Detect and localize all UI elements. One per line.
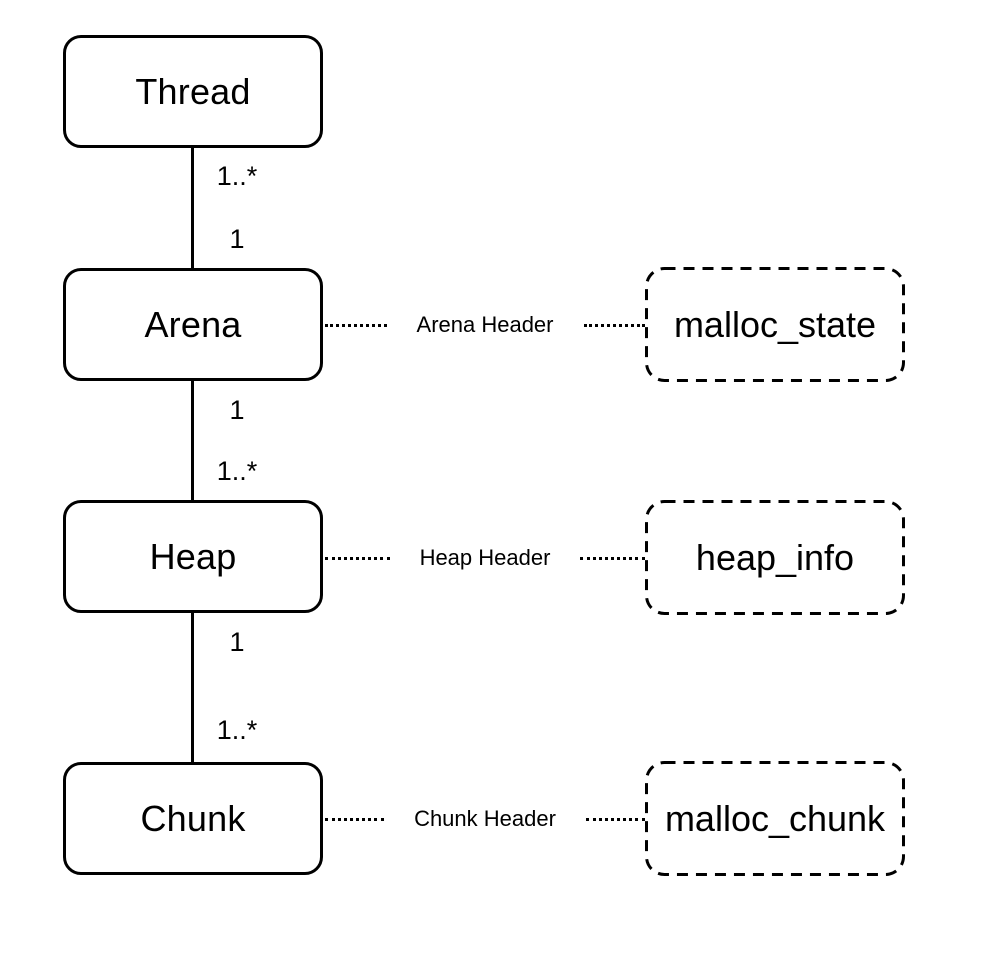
node-heap: Heap [63, 500, 323, 613]
node-thread-label: Thread [135, 70, 251, 112]
edge-arena-heap-multiplicity-bottom: 1..* [216, 456, 258, 486]
dashed-border [645, 761, 905, 876]
struct-malloc-chunk: malloc_chunk [645, 761, 905, 876]
node-heap-label: Heap [149, 535, 237, 577]
header-link-arena-label: Arena Header [416, 312, 554, 337]
header-link-arena: Arena Header [325, 311, 646, 339]
edge-heap-chunk-multiplicity-bottom: 1..* [216, 715, 258, 745]
node-arena-label: Arena [144, 303, 242, 345]
struct-malloc-state-label: malloc_state [673, 303, 877, 345]
header-link-heap: Heap Header [325, 544, 645, 572]
node-thread: Thread [63, 35, 323, 148]
dotted-line-left [325, 817, 385, 821]
header-link-heap-label: Heap Header [419, 545, 551, 570]
dotted-line-right [583, 323, 646, 327]
edge-arena-heap-line [191, 381, 194, 500]
edge-heap-chunk-line [191, 613, 194, 762]
node-chunk: Chunk [63, 762, 323, 875]
edge-thread-arena-multiplicity-top: 1..* [216, 161, 258, 191]
struct-malloc-state: malloc_state [645, 267, 905, 382]
dotted-line-left [325, 556, 390, 560]
struct-malloc-chunk-label: malloc_chunk [664, 797, 886, 839]
dotted-line-right [580, 556, 645, 560]
edge-arena-heap-multiplicity-top: 1 [229, 395, 245, 425]
struct-heap-info-label: heap_info [695, 536, 855, 578]
node-chunk-label: Chunk [140, 797, 246, 839]
dotted-line-left [325, 323, 387, 327]
dashed-border [645, 500, 905, 615]
edge-thread-arena-line [191, 148, 194, 268]
node-arena: Arena [63, 268, 323, 381]
struct-heap-info: heap_info [645, 500, 905, 615]
edge-heap-chunk-multiplicity-top: 1 [229, 627, 245, 657]
dotted-line-right [585, 817, 645, 821]
edge-thread-arena-multiplicity-bottom: 1 [229, 224, 245, 254]
header-link-chunk: Chunk Header [325, 805, 645, 833]
dashed-border [645, 267, 905, 382]
header-link-chunk-label: Chunk Header [414, 806, 556, 831]
